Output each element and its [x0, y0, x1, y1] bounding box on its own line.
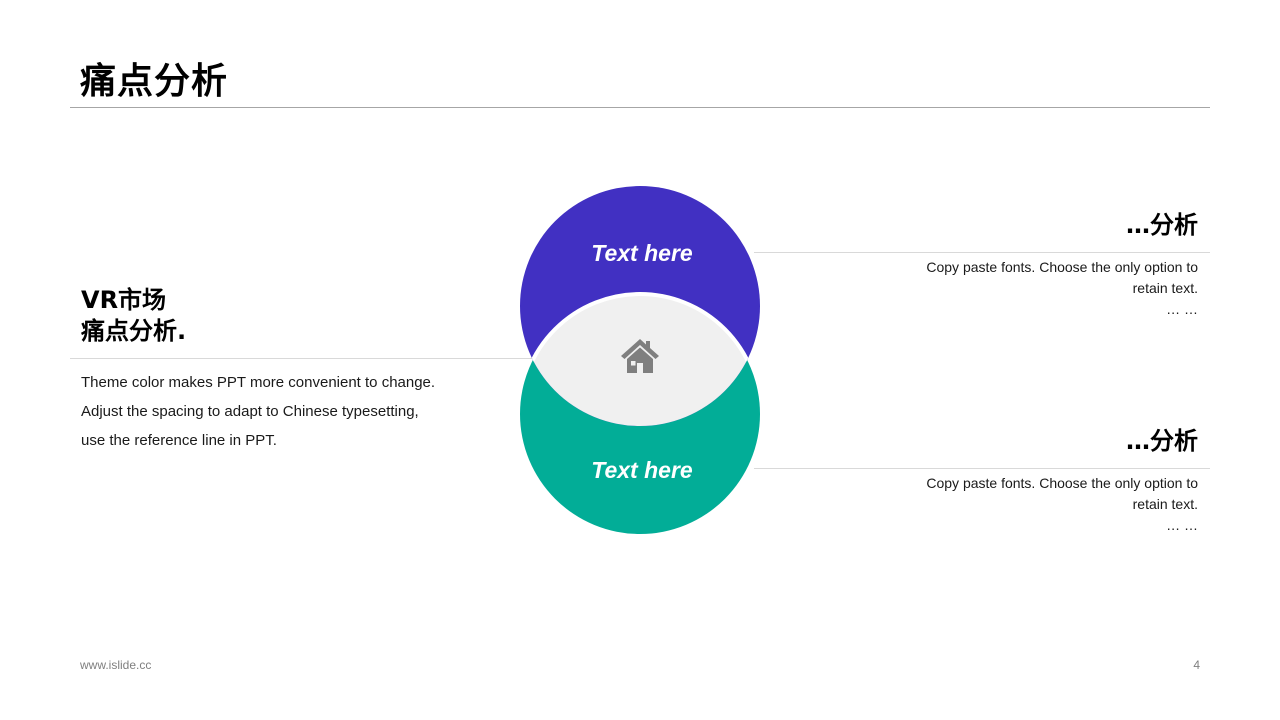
- footer-url: www.islide.cc: [80, 658, 152, 672]
- venn-top-label: Text here: [591, 240, 693, 266]
- left-body-text: Theme color makes PPT more convenient to…: [81, 368, 501, 455]
- right-item-2: …分析 Copy paste fonts. Choose the only op…: [838, 426, 1198, 536]
- left-divider: [70, 358, 532, 359]
- title-divider: [70, 107, 1210, 108]
- left-body-line: Theme color makes PPT more convenient to…: [81, 374, 436, 391]
- venn-bottom-label: Text here: [591, 457, 693, 483]
- right-item-1: …分析 Copy paste fonts. Choose the only op…: [838, 210, 1198, 320]
- left-heading-line1: VR市场: [81, 286, 167, 314]
- right-item-heading: …分析: [1126, 427, 1198, 455]
- right-item-heading: …分析: [1126, 211, 1198, 239]
- left-body-line: Adjust the spacing to adapt to Chinese t…: [81, 403, 419, 420]
- venn-overlap: [520, 292, 760, 426]
- right-item-text-line: retain text.: [1132, 280, 1198, 296]
- left-heading: VR市场 痛点分析.: [81, 285, 186, 347]
- right-item-text: Copy paste fonts. Choose the only option…: [838, 257, 1198, 320]
- page-number: 4: [1193, 658, 1200, 672]
- left-body-line: use the reference line in PPT.: [81, 432, 277, 449]
- right-item-1-divider: [754, 252, 1210, 253]
- home-icon: [620, 337, 660, 375]
- right-item-text-line: Copy paste fonts. Choose the only option…: [926, 259, 1198, 275]
- right-item-text: Copy paste fonts. Choose the only option…: [838, 473, 1198, 536]
- right-item-text-line: … …: [1166, 517, 1198, 533]
- right-item-text-line: retain text.: [1132, 496, 1198, 512]
- right-item-text-line: Copy paste fonts. Choose the only option…: [926, 475, 1198, 491]
- right-item-text-line: … …: [1166, 301, 1198, 317]
- right-item-2-divider: [754, 468, 1210, 469]
- page-title: 痛点分析: [80, 61, 229, 102]
- venn-diagram: Text here Text here: [512, 182, 768, 538]
- left-heading-line2: 痛点分析.: [81, 317, 187, 345]
